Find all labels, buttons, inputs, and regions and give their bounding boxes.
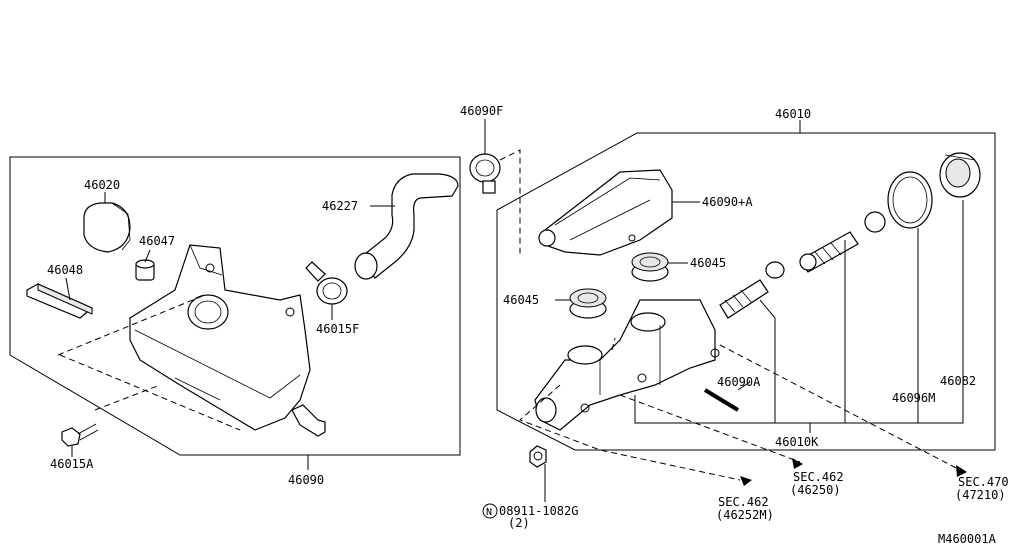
nut-symbol-circle [482,503,498,519]
pin-part-46090A [703,388,740,412]
leader-46010K-a [759,299,776,423]
label-sec462a-2: (46250) [790,483,841,497]
arrow-sec462-b [792,458,803,469]
label-46045-left: 46045 [503,293,539,307]
bolt-part-46015A [61,423,99,457]
leader-46090A-pin [737,381,751,391]
label-46048: 46048 [47,263,83,277]
label-nut-1: 08911-1082G [499,504,578,518]
leader-46010K [634,200,964,424]
label-46096M: 46096M [892,391,935,405]
reservoir-group-frame [9,156,461,456]
seal-part-46045-top [631,252,669,282]
label-46082: 46082 [940,374,976,388]
cylinder-reservoir-part [538,169,673,256]
label-sec470-2: (47210) [955,488,1006,502]
reservoir-dash-guide-2 [59,354,241,431]
label-sec462b-2: (46252M) [716,508,774,522]
label-nut-2: (2) [508,516,530,530]
master-cylinder-body-part [534,299,720,431]
label-46090A-cap: 46090+A [702,195,753,209]
reservoir-cap-part [83,192,131,253]
oring-part-46096M [887,171,933,229]
label-sec470-1: SEC.470 [958,475,1009,489]
arrow-sec462-a [740,476,752,486]
sec462-dash-2 [619,394,801,463]
nut-part [529,445,547,502]
label-sec462a-1: SEC.462 [793,470,844,484]
strainer-part-46048 [26,277,94,319]
hose-part-46227 [354,173,459,280]
arrow-sec470 [956,465,967,477]
clamp-part-46015F [305,261,348,320]
label-46015A: 46015A [50,457,94,471]
master-cylinder-group-frame [496,132,996,451]
label-sec462b-1: SEC.462 [718,495,769,509]
label-46010K: 46010K [775,435,819,449]
seal-part-46045-left [569,288,607,319]
label-46227: 46227 [322,199,358,213]
plug-part-46047 [135,249,155,281]
label-nut-symbol: N [486,507,492,518]
body-dash-1 [611,337,616,351]
reservoir-dash-guide-3 [94,384,161,411]
label-46015F: 46015F [316,322,359,336]
clamp-dash-guide [499,149,521,255]
label-46090F: 46090F [460,104,503,118]
clamp-part-46090F [469,119,501,194]
label-46047: 46047 [139,234,175,248]
label-46020: 46020 [84,178,120,192]
label-46045-top: 46045 [690,256,726,270]
reservoir-dash-guide-1 [57,294,206,356]
label-46010: 46010 [775,107,811,121]
diagram-code: M460001A [938,532,997,546]
piston-assembly-1 [719,261,785,319]
sec462-dash-1 [519,384,741,481]
seal-part-46082 [939,152,981,198]
piston-assembly-2 [799,211,886,273]
reservoir-tank-part [129,244,326,437]
sec470-dash [719,344,961,471]
label-46090A: 46090A [717,375,761,389]
label-46090: 46090 [288,473,324,487]
